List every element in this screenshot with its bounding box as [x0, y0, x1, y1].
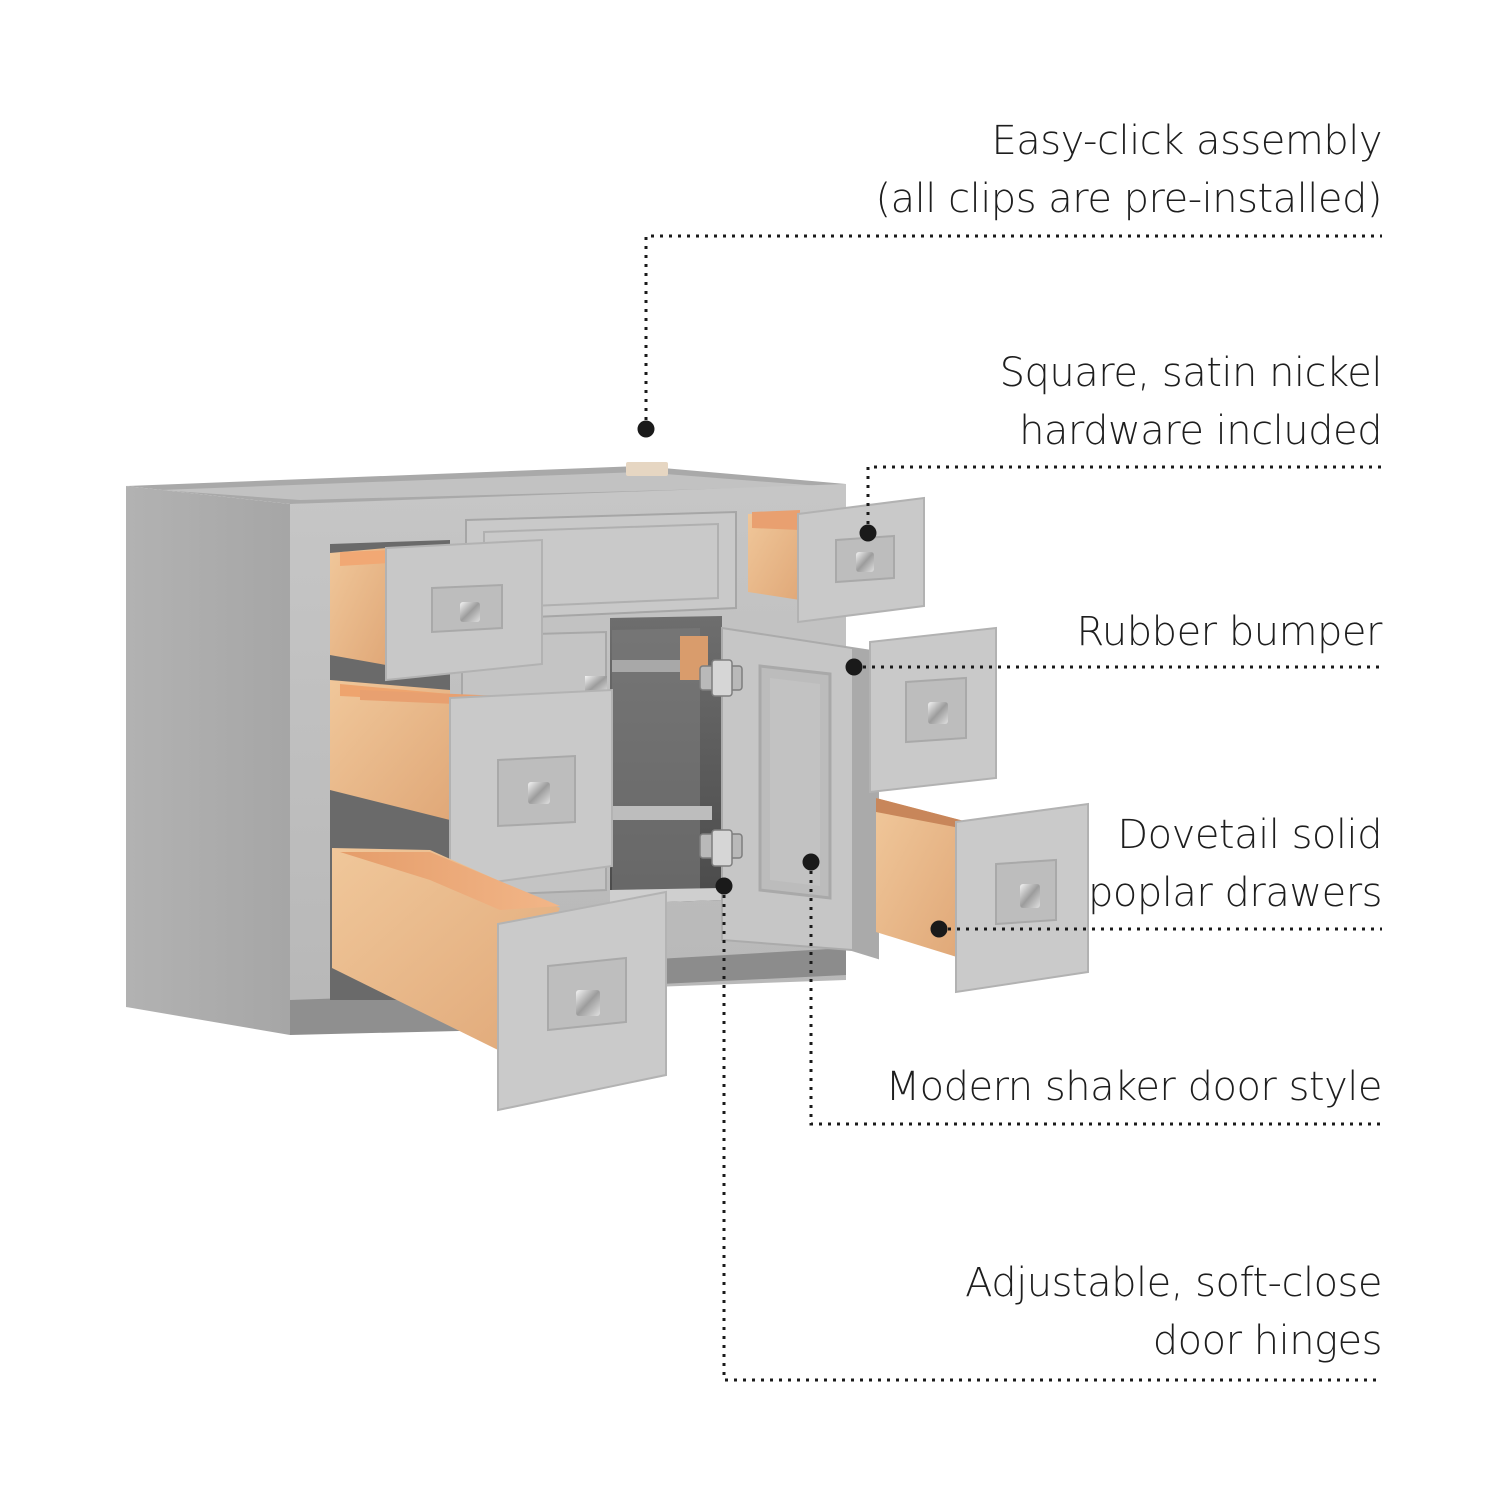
right-middle-drawer	[869, 626, 997, 794]
leader-line-easy-click	[644, 234, 1382, 429]
callout-line: Dovetail solid	[1117, 812, 1382, 858]
callout-satin-nickel-hardware: Square, satin nickel hardware included	[999, 344, 1383, 460]
left-middle-drawer	[330, 680, 613, 890]
right-bottom-drawer	[876, 798, 1089, 994]
left-bottom-drawer	[332, 848, 667, 1112]
leader-line-hardware	[866, 465, 1382, 533]
callout-line: Square, satin nickel	[999, 350, 1383, 396]
callout-easy-click-assembly: Easy-click assembly (all clips are pre-i…	[875, 112, 1383, 228]
anchor-dot-icon	[930, 920, 948, 938]
callout-leader-lines	[637, 234, 1382, 1382]
left-top-drawer	[330, 538, 543, 682]
callout-line: (all clips are pre-installed)	[875, 176, 1383, 222]
callout-dovetail-drawers: Dovetail solid poplar drawers	[1088, 806, 1383, 922]
callout-line: Rubber bumper	[1076, 609, 1382, 655]
anchor-dot-icon	[802, 853, 820, 871]
callout-soft-close-hinges: Adjustable, soft-close door hinges	[965, 1254, 1382, 1370]
callout-line: door hinges	[1152, 1318, 1383, 1364]
callout-line: poplar drawers	[1088, 870, 1383, 916]
callout-line: hardware included	[1019, 408, 1382, 454]
anchor-dot-icon	[715, 877, 733, 895]
callout-shaker-door-style: Modern shaker door style	[885, 1058, 1383, 1116]
callout-line: Easy-click assembly	[991, 118, 1382, 164]
callout-line: Modern shaker door style	[885, 1064, 1383, 1110]
leader-line-shaker	[809, 862, 1382, 1126]
anchor-dot-icon	[637, 420, 655, 438]
anchor-dot-icon	[845, 658, 863, 676]
callout-line: Adjustable, soft-close	[965, 1260, 1382, 1306]
open-door	[699, 626, 879, 960]
leader-line-hinges	[722, 886, 1382, 1382]
callout-rubber-bumper: Rubber bumper	[1076, 603, 1382, 661]
anchor-dot-icon	[859, 524, 877, 542]
right-top-drawer	[748, 496, 925, 624]
